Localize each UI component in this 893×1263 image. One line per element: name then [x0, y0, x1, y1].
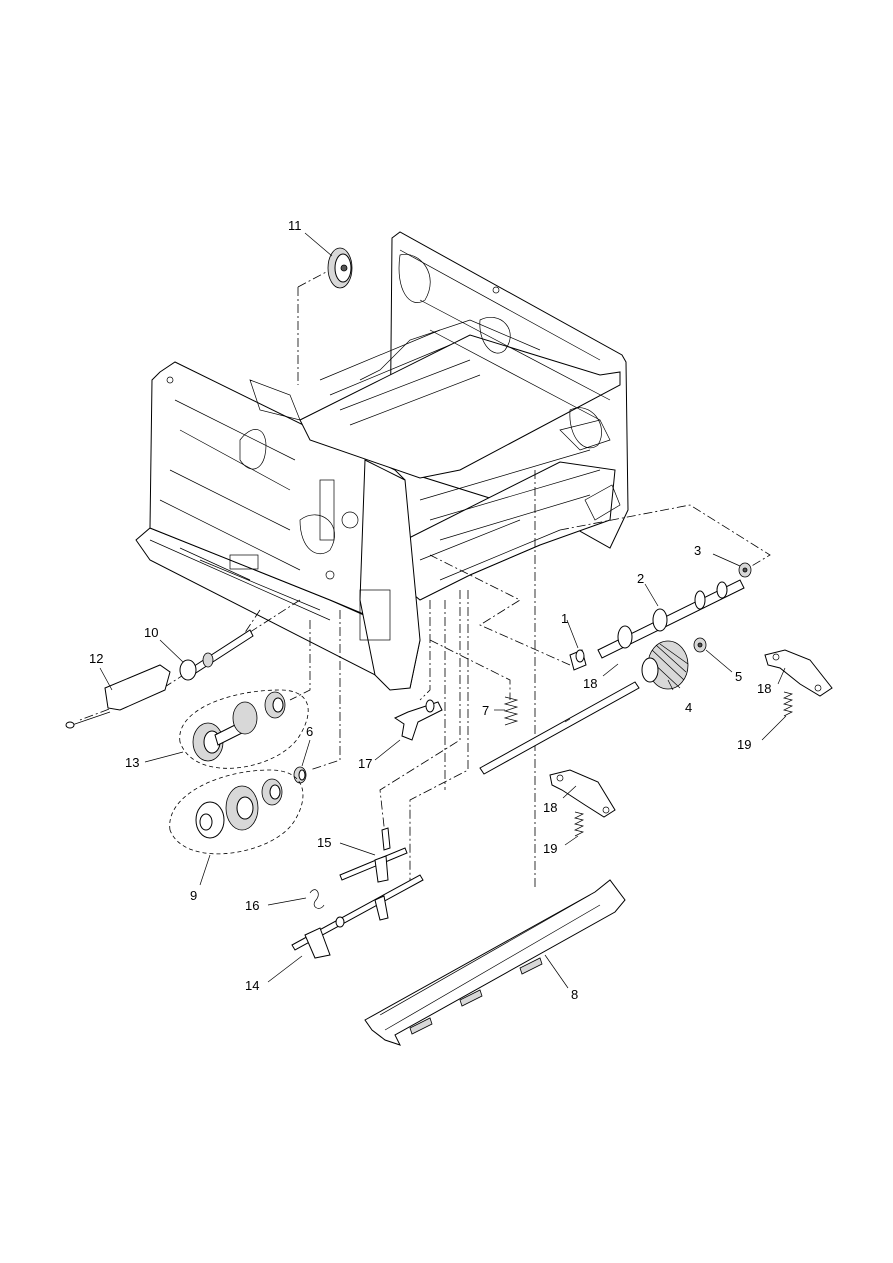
- arm-18-right: [764, 649, 833, 697]
- callout-8: 8: [571, 987, 578, 1002]
- callout-16: 16: [245, 898, 259, 913]
- callout-10: 10: [144, 625, 158, 640]
- shaft-18: [479, 681, 640, 775]
- gear-11: [327, 247, 353, 289]
- feed-roller-4: [641, 640, 689, 690]
- callout-4: 4: [685, 700, 692, 715]
- callout-14: 14: [245, 978, 259, 993]
- spring-19-middle: [573, 811, 585, 837]
- callout-5: 5: [735, 669, 742, 684]
- printer-chassis-frame: [135, 231, 629, 691]
- callout-11: 11: [288, 218, 302, 233]
- nut-5: [693, 637, 707, 653]
- callout-labels: 11 1 2 3 4 5 6 7 8 9 10 12 13 14 15 16 1…: [89, 218, 771, 1002]
- callout-19-middle: 19: [543, 841, 557, 856]
- shaft-14: [291, 874, 424, 959]
- callout-19-right: 19: [737, 737, 751, 752]
- spring-19-right: [782, 691, 794, 717]
- callout-3: 3: [694, 543, 701, 558]
- bushing-6: [293, 766, 307, 784]
- callout-13: 13: [125, 755, 139, 770]
- leader-lines: [99, 232, 787, 989]
- callout-18-center: 18: [583, 676, 597, 691]
- spring-7: [503, 696, 519, 726]
- arm-18-middle: [549, 769, 616, 818]
- callout-18-middle: 18: [543, 800, 557, 815]
- guide-plate-8: [364, 879, 626, 1046]
- shaft-15: [339, 827, 408, 883]
- callout-2: 2: [637, 571, 644, 586]
- gear-group-13: [179, 689, 309, 769]
- callout-9: 9: [190, 888, 197, 903]
- callout-18-right: 18: [757, 681, 771, 696]
- nut-3: [738, 562, 752, 578]
- callout-15: 15: [317, 835, 331, 850]
- gear-group-9: [169, 769, 304, 855]
- gear-shaft-10: [179, 629, 254, 681]
- assembly-guide-lines: [79, 269, 771, 890]
- spring-16: [309, 889, 325, 909]
- callout-17: 17: [358, 756, 372, 771]
- roller-shaft-2: [597, 579, 745, 659]
- callout-1: 1: [561, 611, 568, 626]
- bushing-1: [569, 649, 587, 671]
- bracket-12: [65, 664, 171, 729]
- lever-17: [393, 699, 443, 741]
- callout-6: 6: [306, 724, 313, 739]
- callout-12: 12: [89, 651, 103, 666]
- callout-7: 7: [482, 703, 489, 718]
